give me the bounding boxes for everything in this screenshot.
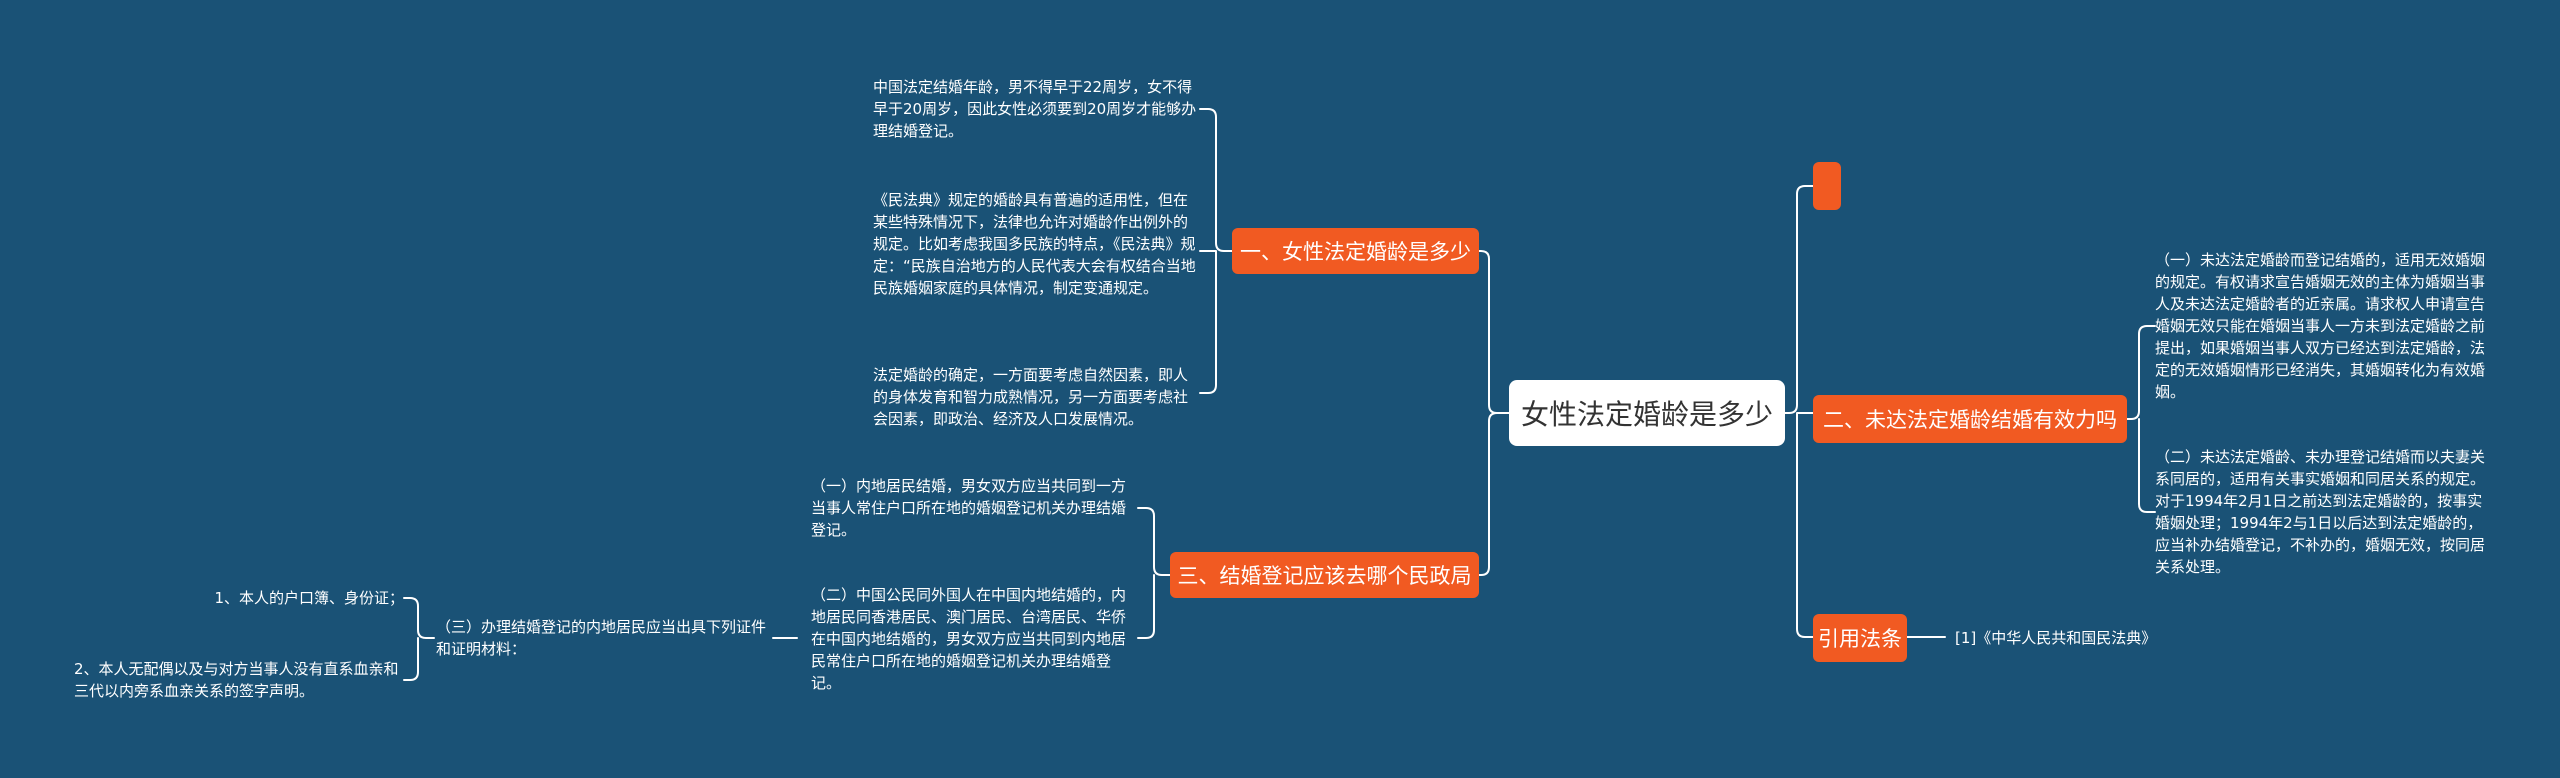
leaf-foreign-marriage: （二）中国公民同外国人在中国内地结婚的，内地居民同香港居民、澳门居民、台湾居民、…	[811, 586, 1127, 692]
topic-label: 二、未达法定婚龄结婚有效力吗	[1823, 408, 2117, 432]
link-root-topic1	[1478, 250, 1510, 414]
topic-label: 一、女性法定婚龄是多少	[1240, 240, 1471, 264]
topic-female-legal-age[interactable]: 一、女性法定婚龄是多少	[1232, 228, 1479, 274]
sub-leaf-declaration: 2、本人无配偶以及与对方当事人没有直系血亲和三代以内旁系血亲关系的签字声明。	[74, 660, 399, 700]
topic-underage-validity[interactable]: 二、未达法定婚龄结婚有效力吗	[1813, 395, 2127, 443]
topic-label: 三、结婚登记应该去哪个民政局	[1177, 564, 1472, 588]
leaf-civil-code-reference: [1]《中华人民共和国民法典》	[1955, 629, 2157, 647]
link-topic3-leaves	[1137, 507, 1171, 639]
link-root-topic3	[1478, 412, 1510, 576]
link-sub-items	[403, 597, 435, 681]
leaf-legal-age: 中国法定结婚年龄，男不得早于22周岁，女不得早于20周岁，因此女性必须要到20周…	[873, 78, 1197, 140]
leaf-mainland-residents: （一）内地居民结婚，男女双方应当共同到一方当事人常住户口所在地的婚姻登记机关办理…	[811, 477, 1127, 539]
root-node[interactable]: 女性法定婚龄是多少	[1509, 380, 1785, 446]
topic-empty[interactable]	[1813, 162, 1841, 210]
leaf-required-documents: （三）办理结婚登记的内地居民应当出具下列证件和证明材料：	[436, 618, 767, 658]
link-root-right	[1784, 185, 1814, 638]
topic-registration-office[interactable]: 三、结婚登记应该去哪个民政局	[1170, 552, 1479, 598]
sub-leaf-id-documents: 1、本人的户口簿、身份证；	[214, 589, 404, 607]
link-topic2-leaves	[2126, 325, 2156, 513]
leaf-invalid-marriage: （一）未达法定婚龄而登记结婚的，适用无效婚姻的规定。有权请求宣告婚姻无效的主体为…	[2155, 251, 2486, 401]
leaf-age-factors: 法定婚龄的确定，一方面要考虑自然因素，即人的身体发育和智力成熟情况，另一方面要考…	[873, 366, 1189, 428]
topic-citation[interactable]: 引用法条	[1813, 614, 1907, 662]
leaf-civil-code-exception: 《民法典》规定的婚龄具有普遍的适用性，但在某些特殊情况下，法律也允许对婚龄作出例…	[873, 191, 1196, 297]
root-label: 女性法定婚龄是多少	[1520, 398, 1773, 431]
link-topic1-leaves	[1199, 108, 1233, 394]
leaf-cohabitation: （二）未达法定婚龄、未办理登记结婚而以夫妻关系同居的，适用有关事实婚姻和同居关系…	[2155, 448, 2486, 576]
topic-label: 引用法条	[1818, 627, 1902, 651]
